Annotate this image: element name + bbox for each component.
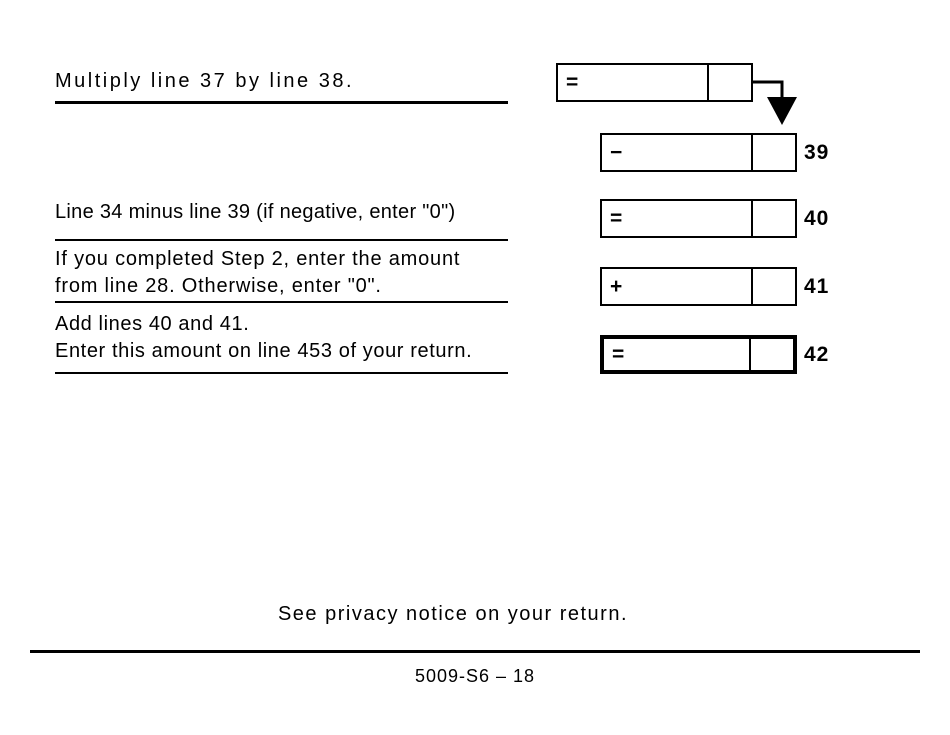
amount-box-multiply-result: = <box>556 63 753 102</box>
line-number-41: 41 <box>804 275 830 298</box>
instruction-line-42-line2: Enter this amount on line 453 of your re… <box>55 340 473 362</box>
cents-field-39[interactable] <box>753 135 795 170</box>
cents-field-42[interactable] <box>751 339 793 370</box>
amount-box-39: − <box>600 133 797 172</box>
instruction-line-41-line2: from line 28. Otherwise, enter "0". <box>55 275 382 297</box>
instruction-line-40: Line 34 minus line 39 (if negative, ente… <box>55 201 456 223</box>
line-number-39: 39 <box>804 141 830 164</box>
line-number-40: 40 <box>804 207 830 230</box>
cents-field-40[interactable] <box>753 201 795 236</box>
minus-operator: − <box>610 140 623 164</box>
form-code: 5009-S6 – 18 <box>414 666 536 686</box>
instruction-multiply-37-by-38: Multiply line 37 by line 38. <box>55 70 355 92</box>
instruction-line-41: If you completed Step 2, enter the amoun… <box>55 246 460 300</box>
amount-box-41: + <box>600 267 797 306</box>
amount-field-39[interactable]: − <box>602 135 753 170</box>
flow-arrow-icon <box>751 70 811 133</box>
line-number-42: 42 <box>804 343 830 366</box>
amount-field-multiply-result[interactable]: = <box>558 65 709 100</box>
privacy-notice: See privacy notice on your return. <box>277 603 629 625</box>
amount-field-40[interactable]: = <box>602 201 753 236</box>
underline-row-40 <box>55 239 508 241</box>
equals-operator: = <box>566 70 579 94</box>
underline-row-41 <box>55 301 508 303</box>
cents-field-41[interactable] <box>753 269 795 304</box>
amount-box-42: = <box>600 335 797 374</box>
amount-field-41[interactable]: + <box>602 269 753 304</box>
instruction-line-41-line1: If you completed Step 2, enter the amoun… <box>55 248 461 270</box>
amount-field-42[interactable]: = <box>604 339 751 370</box>
equals-operator: = <box>610 206 623 230</box>
plus-operator: + <box>610 274 623 298</box>
footer-rule <box>30 650 920 653</box>
instruction-line-42-line1: Add lines 40 and 41. <box>55 313 250 335</box>
underline-row-multiply <box>55 101 508 104</box>
instruction-line-42: Add lines 40 and 41. Enter this amount o… <box>55 311 472 365</box>
cents-field-multiply-result[interactable] <box>709 65 751 100</box>
amount-box-40: = <box>600 199 797 238</box>
equals-operator: = <box>612 342 625 366</box>
underline-row-42 <box>55 372 508 374</box>
